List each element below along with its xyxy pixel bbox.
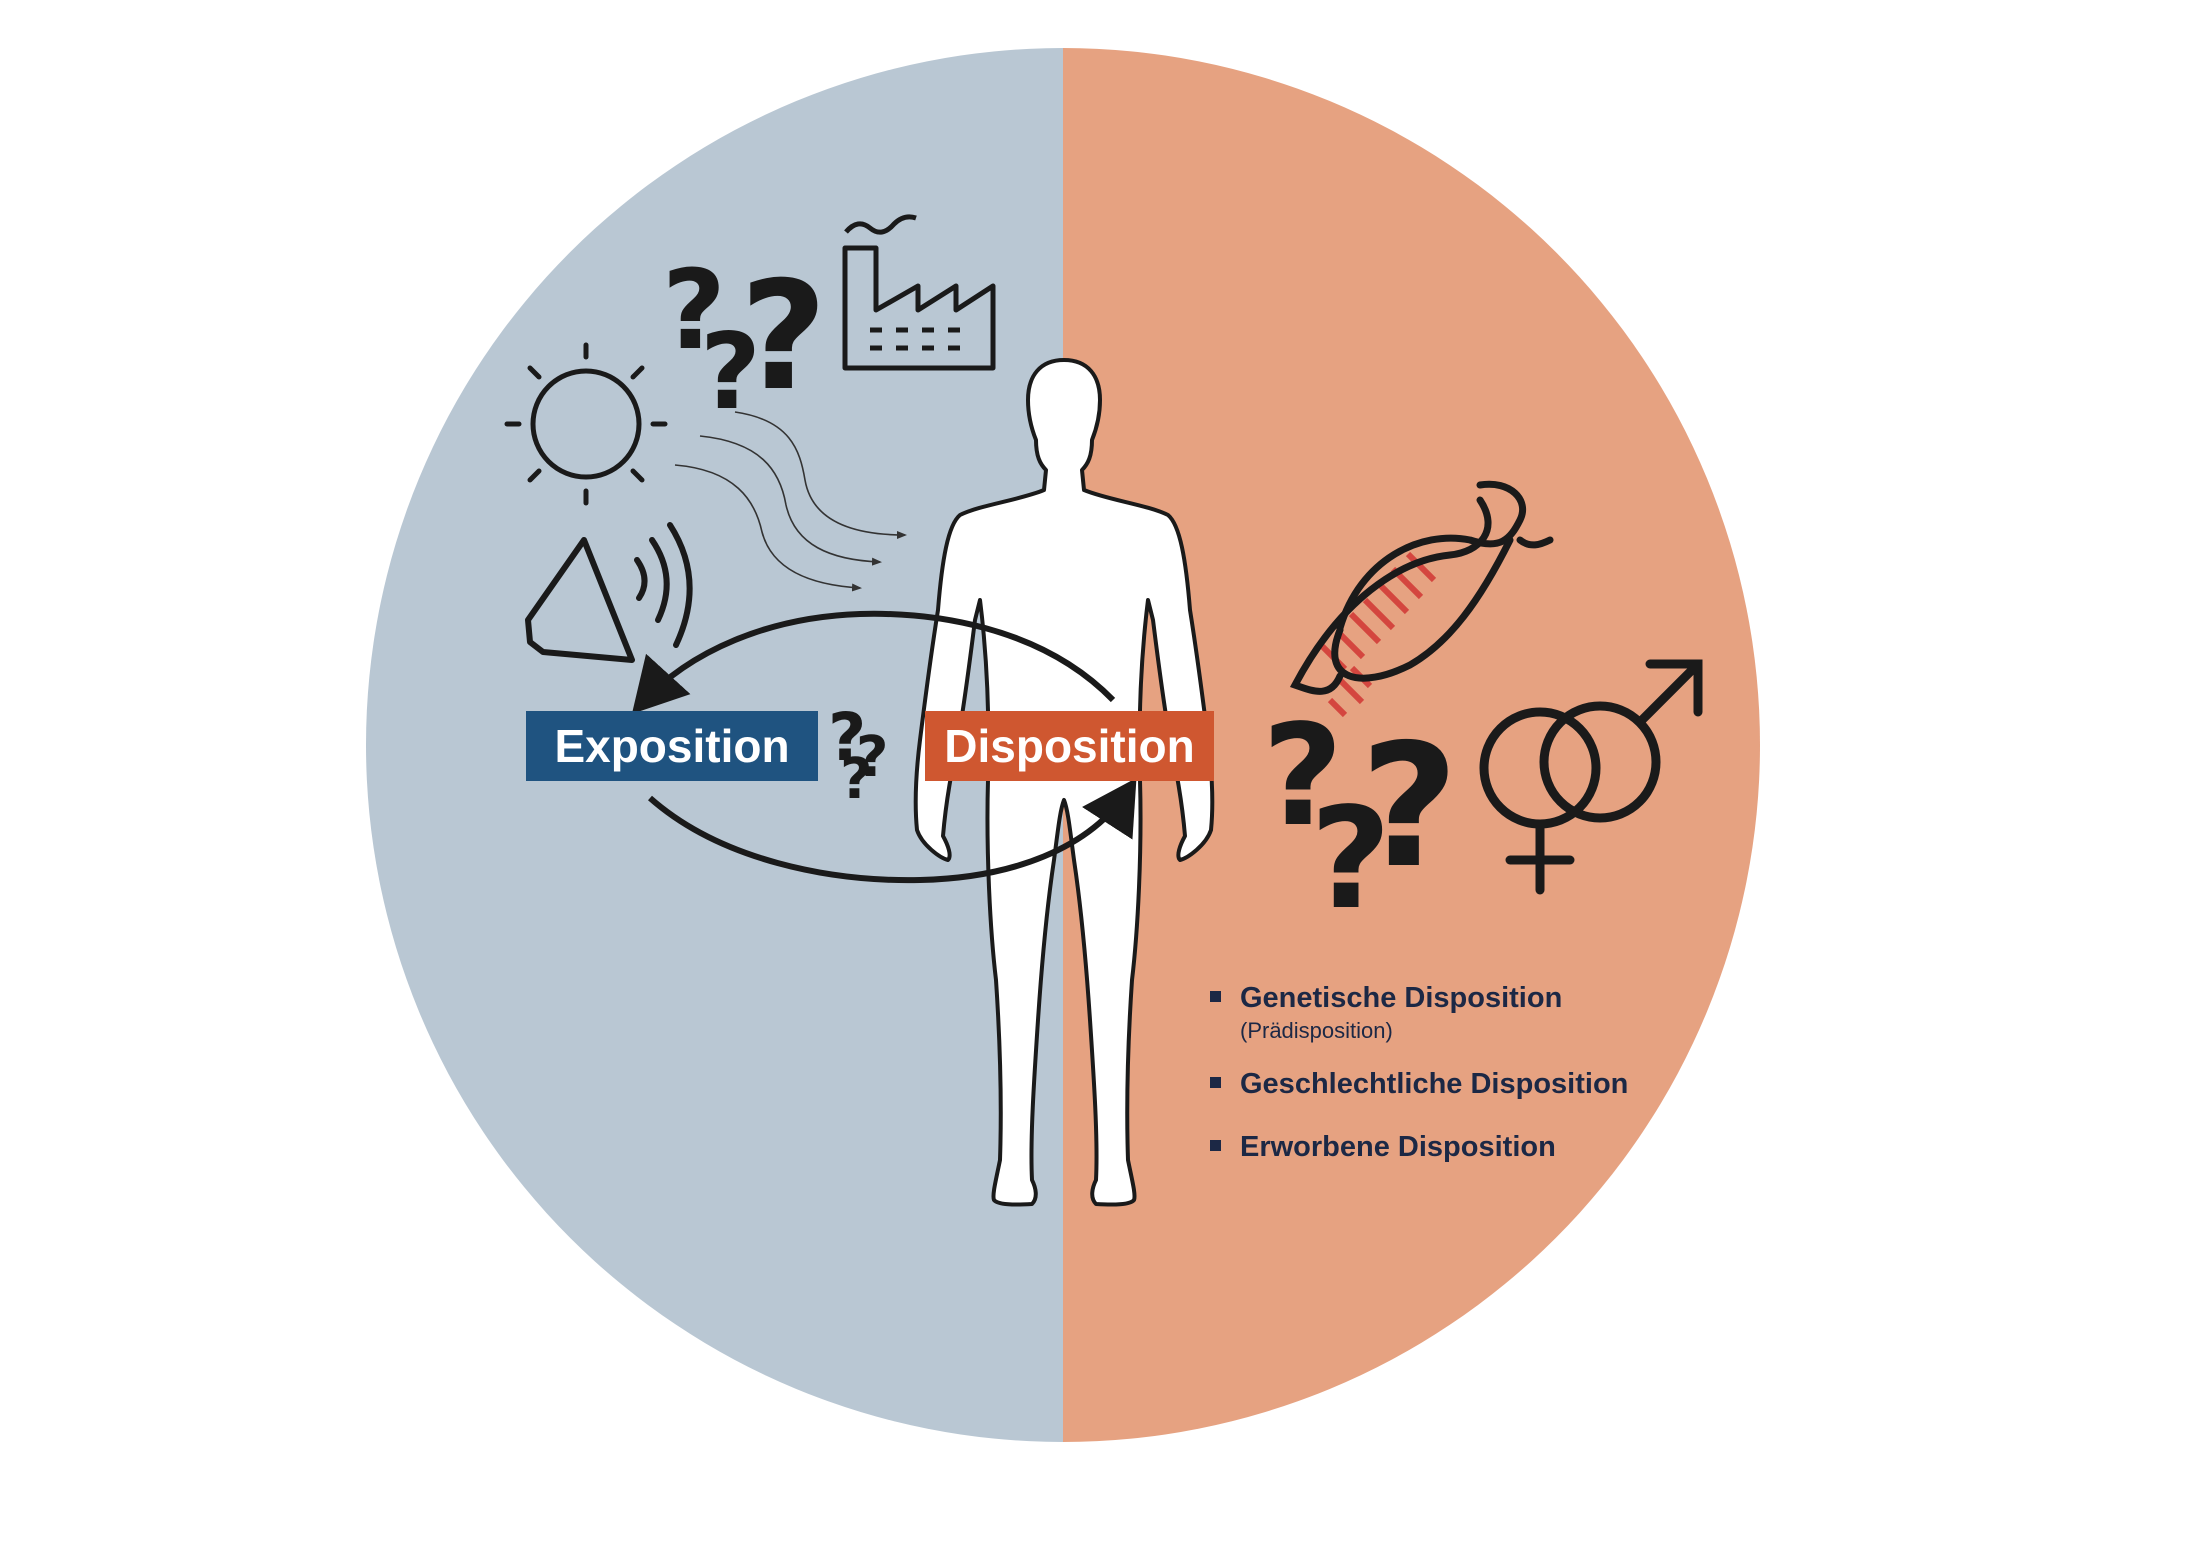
- legend-label: Geschlechtliche Disposition: [1240, 1068, 1629, 1101]
- question-mark: ?: [700, 311, 761, 433]
- question-mark: ?: [1310, 778, 1392, 941]
- mars-circle: [1539, 701, 1661, 823]
- human-figure-icon: [913, 358, 1215, 1207]
- speaker-icon: [525, 522, 693, 663]
- question-mark: ?: [840, 747, 873, 812]
- disposition-legend: Genetische Disposition (Prädisposition) …: [1210, 980, 1628, 1165]
- legend-label: Genetische Disposition: [1240, 982, 1563, 1014]
- question-mark: ?: [1262, 695, 1344, 858]
- cycle-arrows: [631, 610, 1137, 884]
- dna-icon: [1289, 480, 1554, 718]
- factory-icon: [842, 214, 996, 371]
- question-mark: ?: [740, 250, 828, 424]
- legend-item-sex: Geschlechtliche Disposition: [1210, 1066, 1628, 1102]
- mars-shaft: [1635, 662, 1700, 727]
- legend-item-genetic: Genetische Disposition: [1210, 980, 1628, 1016]
- legend-bullet: [1210, 991, 1221, 1002]
- question-mark: ?: [662, 246, 726, 374]
- arrow-to-disposition: [648, 777, 1137, 884]
- gender-symbols-icon: [1479, 659, 1703, 895]
- sun-icon: [504, 342, 668, 506]
- question-mark: ?: [856, 725, 889, 790]
- question-mark: ?: [828, 699, 867, 776]
- disposition-label: Disposition: [925, 711, 1214, 781]
- legend-bullet: [1210, 1139, 1221, 1151]
- legend-sub-label: (Prädisposition): [1240, 1018, 1393, 1044]
- legend-label: Erworbene Disposition: [1240, 1130, 1556, 1163]
- arrow-to-exposition: [631, 610, 1116, 714]
- legend-item-acquired: Erworbene Disposition: [1210, 1129, 1628, 1165]
- question-mark: ?: [1360, 708, 1459, 906]
- legend-bullet: [1210, 1077, 1221, 1089]
- exposition-label: Exposition: [526, 711, 818, 781]
- flow-arrows: [674, 411, 907, 592]
- mars-arrowhead: [1645, 659, 1703, 717]
